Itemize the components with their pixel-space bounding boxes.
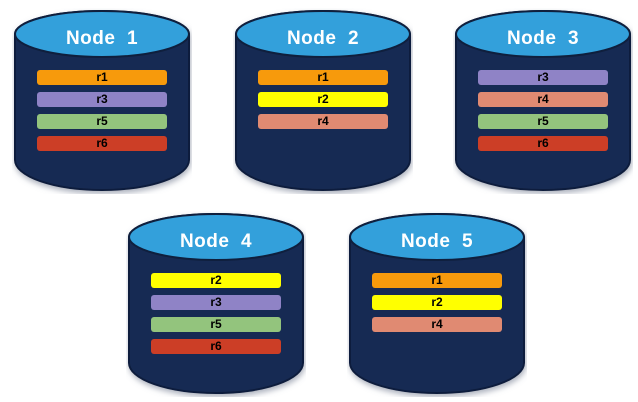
replica-bar[interactable]: r2 [151,273,281,288]
replica-list: r2 r3 r5 r6 [151,273,281,361]
replica-bar[interactable]: r3 [478,70,608,85]
cylinder-top-disc [14,10,190,58]
replica-bar[interactable]: r2 [258,92,388,107]
replica-list: r1 r2 r4 [258,70,388,136]
replica-list: r3 r4 r5 r6 [478,70,608,158]
replica-list: r1 r3 r5 r6 [37,70,167,158]
replica-bar[interactable]: r6 [151,339,281,354]
replica-bar[interactable]: r4 [478,92,608,107]
replica-bar[interactable]: r5 [478,114,608,129]
replica-bar[interactable]: r1 [37,70,167,85]
cylinder-top-disc [128,213,304,261]
replica-bar[interactable]: r2 [372,295,502,310]
cylinder-top-disc [455,10,631,58]
replica-bar[interactable]: r5 [37,114,167,129]
replica-bar[interactable]: r3 [151,295,281,310]
replica-bar[interactable]: r1 [258,70,388,85]
replica-list: r1 r2 r4 [372,273,502,339]
cylinder-top-disc [349,213,525,261]
replica-bar[interactable]: r6 [478,136,608,151]
replica-bar[interactable]: r5 [151,317,281,332]
replica-bar[interactable]: r3 [37,92,167,107]
replica-bar[interactable]: r6 [37,136,167,151]
replica-bar[interactable]: r4 [258,114,388,129]
replica-bar[interactable]: r4 [372,317,502,332]
replica-bar[interactable]: r1 [372,273,502,288]
cylinder-top-disc [235,10,411,58]
